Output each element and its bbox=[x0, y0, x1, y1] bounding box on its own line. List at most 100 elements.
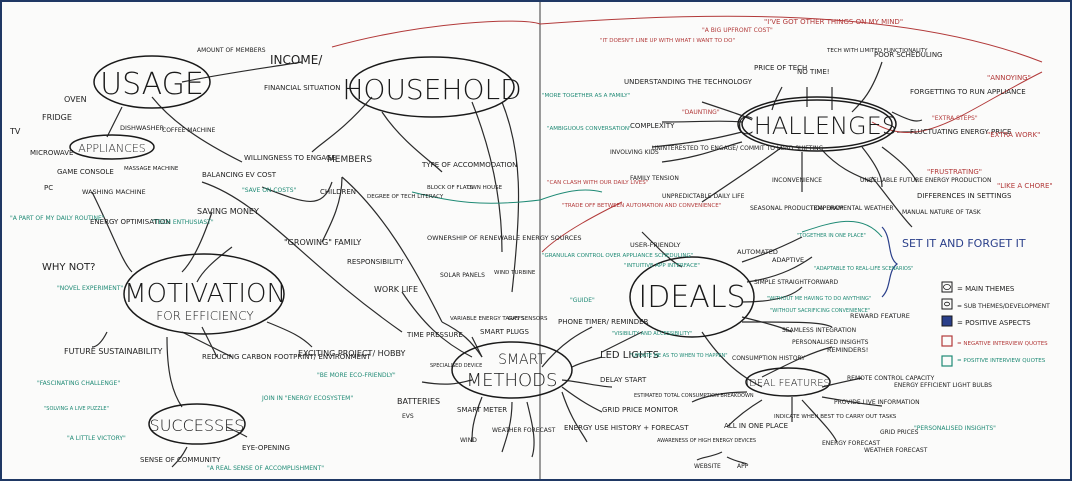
note: AWARENESS OF HIGH ENERGY DEVICES bbox=[657, 438, 756, 444]
note: DEGREE OF TECH LITERACY bbox=[367, 194, 444, 200]
note: GAS SENSORS bbox=[508, 316, 548, 322]
note: VARIABLE ENERGY TARIFFS bbox=[450, 316, 525, 322]
quote: "TECH ENTHUSIAST" bbox=[152, 219, 214, 226]
note: WORK LIFE bbox=[374, 285, 418, 294]
legend-swatch bbox=[941, 281, 953, 293]
quote: "UPDATE ME AS TO WHEN TO HAPPEN" bbox=[630, 353, 728, 359]
set-it-brace bbox=[881, 226, 898, 298]
household-notes: INCOME/ FINANCIAL SITUATION WILLINGNESS … bbox=[244, 53, 582, 339]
legend-label: = MAIN THEMES bbox=[957, 285, 1015, 293]
legend-swatch bbox=[941, 355, 953, 367]
quote: "A REAL SENSE OF ACCOMPLISHMENT" bbox=[207, 465, 324, 472]
note: REMOTE CONTROL CAPACITY bbox=[847, 375, 935, 382]
note: WEBSITE bbox=[694, 463, 721, 470]
quote: "WITHOUT ME HAVING TO DO ANYTHING" bbox=[767, 296, 871, 302]
subtheme-appliances: APPLIANCES bbox=[78, 142, 146, 155]
quote: "PERSONALISED INSIGHTS" bbox=[914, 425, 996, 432]
note: APP bbox=[737, 463, 749, 470]
quote: "GRANULAR CONTROL OVER APPLIANCE SCHEDUL… bbox=[542, 253, 693, 259]
theme-usage: USAGE bbox=[100, 67, 204, 102]
note: DIFFERENCES IN SETTINGS bbox=[917, 192, 1012, 200]
theme-ideals: IDEALS bbox=[638, 280, 745, 315]
note: UNRELIABLE FUTURE ENERGY PRODUCTION bbox=[860, 177, 992, 184]
green-connections bbox=[411, 189, 883, 238]
quote: "TOGETHER IN ONE PLACE" bbox=[797, 233, 866, 239]
quote: "SOLVING A LIVE PUZZLE" bbox=[44, 406, 109, 412]
note: COFFEE MACHINE bbox=[162, 127, 215, 134]
quote: "CAN CLASH WITH OUR DAILY LIVES" bbox=[547, 180, 648, 186]
quote: "MORE TOGETHER AS A FAMILY" bbox=[542, 93, 630, 99]
quote: "EXTRA STEPS" bbox=[932, 115, 978, 122]
quote: "WITHOUT SACRIFICING CONVENIENCE" bbox=[770, 308, 870, 314]
quote: "EXTRA WORK" bbox=[987, 131, 1040, 139]
note: UNDERSTANDING THE TECHNOLOGY bbox=[624, 78, 753, 86]
note: TEMPERAMENTAL WEATHER bbox=[809, 205, 894, 212]
note: ENERGY EFFICIENT LIGHT BULBS bbox=[894, 382, 992, 389]
note: WIND bbox=[460, 437, 477, 444]
legend-label: = POSITIVE INTERVIEW QUOTES bbox=[957, 358, 1046, 364]
quote: "BE MORE ECO-FRIENDLY" bbox=[317, 372, 396, 379]
note: POOR SCHEDULING bbox=[874, 51, 943, 59]
quote: "AMBIGUOUS CONVERSATION" bbox=[547, 126, 632, 132]
quote: "A PART OF MY DAILY ROUTINE" bbox=[10, 215, 105, 222]
motivation-notes: BALANCING EV COST SAVING MONEY ENERGY OP… bbox=[42, 171, 406, 361]
note: SET IT AND FORGET IT bbox=[902, 237, 1026, 250]
quote: "IT DOESN'T LINE UP WITH WHAT I WANT TO … bbox=[600, 38, 735, 44]
note: GAME CONSOLE bbox=[57, 168, 114, 176]
theme-motivation: MOTIVATION bbox=[124, 279, 286, 309]
theme-challenges: CHALLENGES bbox=[737, 112, 897, 140]
note: OVEN bbox=[64, 95, 87, 104]
legend: = MAIN THEMES = SUB THEMES/DEVELOPMENT =… bbox=[941, 281, 1050, 367]
theme-ovals bbox=[69, 55, 897, 445]
note: COMPLEXITY bbox=[630, 122, 675, 130]
note: ALL IN ONE PLACE bbox=[724, 422, 788, 430]
note: SENSE OF COMMUNITY bbox=[140, 456, 221, 464]
connections bbox=[91, 61, 923, 468]
challenges-oval bbox=[741, 99, 893, 149]
note: GRID PRICES bbox=[880, 429, 919, 436]
successes-oval bbox=[148, 403, 246, 445]
note: AUTOMATED bbox=[737, 248, 778, 256]
quote: "I'VE GOT OTHER THINGS ON MY MIND" bbox=[764, 18, 903, 26]
quote: JOIN IN "ENERGY ECOSYSTEM" bbox=[261, 395, 353, 402]
note: TIME PRESSURE bbox=[406, 331, 463, 339]
smart-methods-oval bbox=[451, 341, 573, 399]
note: ENERGY FORECAST bbox=[822, 440, 880, 447]
note: SIMPLE STRAIGHTFORWARD bbox=[754, 279, 838, 286]
quote: "ADAPTABLE TO REAL-LIFE SCENARIOS" bbox=[814, 266, 913, 272]
quote: "VISIBILITY AND ACCESSIBILITY" bbox=[612, 331, 692, 337]
theme-household: HOUSEHOLD bbox=[342, 73, 521, 106]
legend-label: = POSITIVE ASPECTS bbox=[957, 319, 1031, 327]
ideals-notes: USER-FRIENDLY AUTOMATED ADAPTIVE SIMPLE … bbox=[630, 237, 1026, 470]
theme-motivation-sub: FOR EFFICIENCY bbox=[156, 309, 254, 323]
note: EVS bbox=[402, 413, 414, 420]
usage-notes: OVEN FRIDGE TV MICROWAVE DISHWASHER COFF… bbox=[9, 47, 266, 196]
note: "GROWING" FAMILY bbox=[284, 238, 361, 247]
note: SMART METER bbox=[457, 406, 507, 414]
note: LED LIGHTS bbox=[600, 350, 659, 361]
theme-methods: METHODS bbox=[467, 370, 558, 391]
note: INDICATE WHEN BEST TO CARRY OUT TASKS bbox=[774, 414, 897, 420]
legend-swatch bbox=[941, 298, 953, 310]
motivation-oval bbox=[123, 253, 285, 335]
legend-swatch bbox=[941, 335, 953, 347]
legend-label: = SUB THEMES/DEVELOPMENT bbox=[957, 303, 1050, 310]
note: CHILDREN bbox=[320, 188, 356, 196]
quote: "A BIG UPFRONT COST" bbox=[702, 27, 773, 34]
note: UNPREDICTABLE DAILY LIFE bbox=[662, 193, 745, 200]
legend-swatch bbox=[941, 315, 953, 327]
note: OWN HOUSE bbox=[467, 185, 503, 191]
note: MEMBERS bbox=[327, 155, 372, 165]
negative-quotes: "IT DOESN'T LINE UP WITH WHAT I WANT TO … bbox=[547, 18, 1053, 209]
note: DELAY START bbox=[600, 376, 647, 384]
note: SMART PLUGS bbox=[480, 328, 529, 336]
note: REMINDERS! bbox=[827, 346, 868, 354]
note: PERSONALISED INSIGHTS bbox=[792, 339, 869, 346]
ideals-oval bbox=[629, 256, 755, 338]
note: INCONVENIENCE bbox=[772, 177, 822, 184]
note: MASSAGE MACHINE bbox=[124, 166, 179, 172]
note: EYE-OPENING bbox=[242, 444, 290, 452]
note: ENERGY OPTIMISATION bbox=[90, 218, 171, 226]
quote: "DAUNTING" bbox=[682, 109, 720, 116]
